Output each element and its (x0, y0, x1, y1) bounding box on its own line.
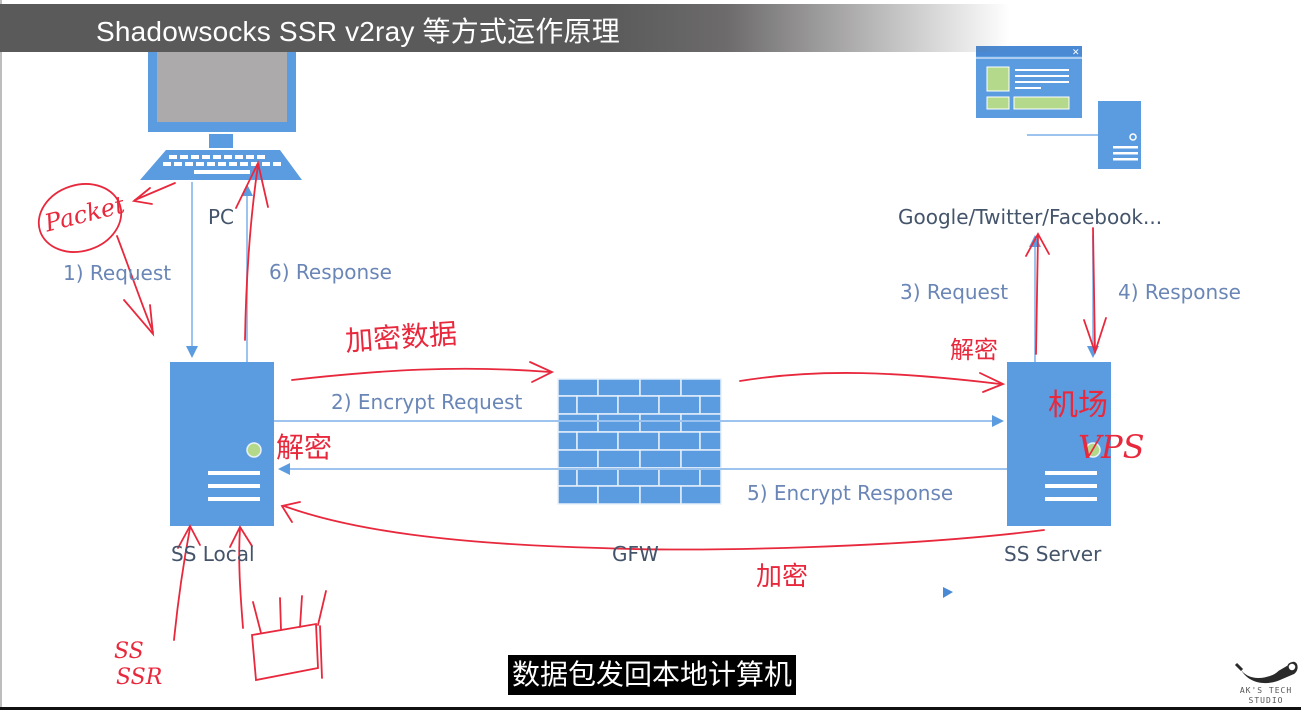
svg-text:✕: ✕ (1072, 48, 1080, 58)
website-window-icon: ✕ (976, 46, 1082, 118)
pc-label: PC (208, 205, 235, 229)
watermark-line1: AK'S TECH (1239, 686, 1293, 695)
flow-label-3: 3) Request (900, 280, 1009, 304)
websites-label: Google/Twitter/Facebook... (898, 205, 1163, 229)
video-subtitle: 数据包发回本地计算机 (508, 655, 797, 695)
annotation-encrypt-return: 加密 (756, 562, 809, 592)
flow-label-6: 6) Response (269, 260, 392, 284)
left-border (0, 0, 2, 710)
annotation-ss: SS (114, 639, 144, 664)
gfw-brick-wall-icon (557, 378, 722, 505)
web-server-icon (1098, 101, 1141, 169)
annotation-airport: 机场 (1048, 388, 1108, 423)
flow-label-2: 2) Encrypt Request (331, 390, 523, 414)
handwritten-annotations (37, 160, 1107, 682)
bottom-border (0, 707, 1301, 710)
flow-label-5: 5) Encrypt Response (747, 481, 954, 505)
ss-server-icon (1007, 362, 1111, 526)
annotation-vps: VPS (1078, 428, 1145, 466)
desktop-computer-icon (140, 42, 302, 180)
title-bar: Shadowsocks SSR v2ray 等方式运作原理 (0, 4, 1010, 52)
play-marker-icon (943, 587, 953, 598)
ss-local-server-icon (170, 362, 274, 526)
annotation-encrypted-data: 加密数据 (344, 317, 459, 358)
page-title: Shadowsocks SSR v2ray 等方式运作原理 (96, 16, 620, 47)
flow-label-4: 4) Response (1118, 280, 1241, 304)
watermark-line2: STUDIO (1248, 696, 1284, 705)
annotation-decrypt-server: 解密 (950, 336, 998, 364)
studio-watermark: AK'S TECH STUDIO (1232, 650, 1300, 708)
annotation-ssr: SSR (116, 665, 163, 690)
ss-local-label: SS Local (171, 542, 255, 566)
ss-server-label: SS Server (1004, 542, 1102, 566)
gfw-label: GFW (612, 542, 659, 566)
flow-connectors (186, 182, 1099, 475)
camera-logo-icon (1234, 661, 1298, 684)
annotation-decrypt-local: 解密 (276, 431, 333, 464)
flow-label-1: 1) Request (63, 261, 172, 285)
